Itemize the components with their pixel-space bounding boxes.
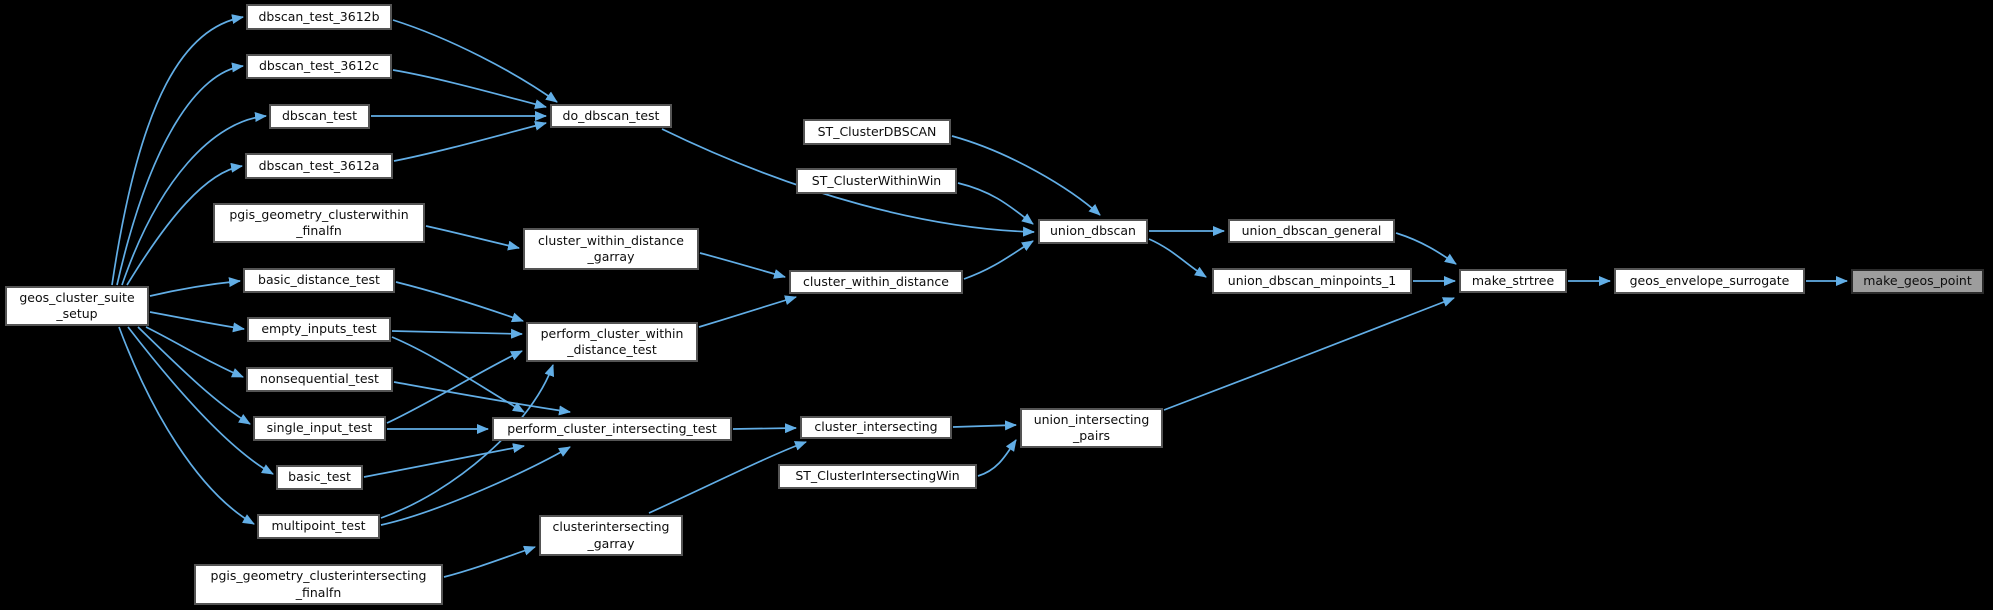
edge-basic-distance-test-to-perform-cluster-within-distance-test (395, 281, 524, 323)
edge-clusterintersecting-garray-to-cluster-intersecting (648, 441, 807, 514)
edge-empty-inputs-test-to-perform-cluster-within-distance-test (391, 328, 523, 339)
edge-ST-ClusterIntersectingWin-to-union-intersecting-pairs (977, 439, 1017, 477)
node-cluster-within-distance[interactable]: cluster_within_distance (789, 270, 963, 294)
edge-union-dbscan-to-union-dbscan-minpoints-1 (1148, 238, 1207, 278)
node-union-dbscan-minpoints-1[interactable]: union_dbscan_minpoints_1 (1212, 268, 1412, 294)
edge-geos-cluster-suite-setup-to-empty-inputs-test (149, 311, 245, 333)
node-geos-envelope-surrogate[interactable]: geos_envelope_surrogate (1614, 268, 1805, 294)
edge-geos-cluster-suite-setup-to-nonsequential-test (145, 326, 244, 378)
edge-dbscan-test-3612c-to-do-dbscan-test (392, 69, 547, 110)
edge-geos-cluster-suite-setup-to-basic-test (127, 326, 274, 475)
edge-do-dbscan-test-to-union-dbscan (661, 128, 1035, 237)
node-perform-cluster-within-distance-test[interactable]: perform_cluster_within _distance_test (526, 322, 698, 362)
node-nonsequential-test[interactable]: nonsequential_test (246, 367, 393, 392)
edge-geos-cluster-suite-setup-to-single-input-test (137, 326, 251, 425)
node-make-strtree[interactable]: make_strtree (1459, 269, 1567, 293)
node-ST-ClusterWithinWin[interactable]: ST_ClusterWithinWin (796, 168, 957, 194)
edge-perform-cluster-intersecting-test-to-cluster-intersecting (732, 423, 797, 434)
edge-cluster-within-distance-garray-to-cluster-within-distance (699, 252, 786, 279)
edge-union-intersecting-pairs-to-make-strtree (1163, 297, 1455, 411)
edge-cluster-within-distance-to-union-dbscan (963, 240, 1034, 280)
edge-union-dbscan-general-to-make-strtree (1395, 232, 1457, 265)
node-clusterintersecting-garray[interactable]: clusterintersecting _garray (539, 515, 683, 556)
edge-geos-cluster-suite-setup-to-dbscan-test (121, 112, 267, 286)
edge-ST-ClusterWithinWin-to-union-dbscan (957, 182, 1034, 225)
node-single-input-test[interactable]: single_input_test (253, 416, 386, 441)
edge-cluster-intersecting-to-union-intersecting-pairs (952, 420, 1017, 431)
edge-perform-cluster-within-distance-test-to-cluster-within-distance (698, 295, 797, 328)
node-dbscan-test[interactable]: dbscan_test (269, 104, 370, 129)
edge-dbscan-test-3612b-to-do-dbscan-test (392, 19, 558, 103)
node-dbscan-test-3612b[interactable]: dbscan_test_3612b (246, 4, 392, 30)
edge-basic-test-to-perform-cluster-intersecting-test (363, 443, 525, 478)
edge-geos-cluster-suite-setup-to-multipoint-test (118, 326, 255, 525)
node-make-geos-point: make_geos_point (1851, 269, 1984, 294)
edge-single-input-test-to-perform-cluster-within-distance-test (386, 350, 523, 424)
node-cluster-within-distance-garray[interactable]: cluster_within_distance _garray (523, 228, 699, 270)
node-dbscan-test-3612c[interactable]: dbscan_test_3612c (246, 54, 392, 79)
node-perform-cluster-intersecting-test[interactable]: perform_cluster_intersecting_test (492, 417, 732, 441)
node-basic-test[interactable]: basic_test (276, 465, 363, 490)
node-pgis-geometry-clusterintersecting-finalfn[interactable]: pgis_geometry_clusterintersecting _final… (194, 564, 443, 605)
edge-geos-cluster-suite-setup-to-dbscan-test-3612c (116, 62, 244, 286)
node-dbscan-test-3612a[interactable]: dbscan_test_3612a (245, 153, 393, 179)
edge-nonsequential-test-to-perform-cluster-intersecting-test (393, 381, 571, 416)
node-union-dbscan[interactable]: union_dbscan (1038, 219, 1148, 244)
node-union-intersecting-pairs[interactable]: union_intersecting _pairs (1020, 408, 1163, 448)
node-multipoint-test[interactable]: multipoint_test (257, 514, 380, 539)
node-ST-ClusterIntersectingWin[interactable]: ST_ClusterIntersectingWin (778, 464, 977, 489)
node-ST-ClusterDBSCAN[interactable]: ST_ClusterDBSCAN (803, 119, 951, 145)
node-do-dbscan-test[interactable]: do_dbscan_test (550, 104, 672, 128)
node-empty-inputs-test[interactable]: empty_inputs_test (247, 317, 391, 342)
edge-multipoint-test-to-perform-cluster-within-distance-test (380, 364, 555, 519)
node-basic-distance-test[interactable]: basic_distance_test (243, 268, 395, 293)
edge-multipoint-test-to-perform-cluster-intersecting-test (380, 446, 571, 526)
node-pgis-geometry-clusterwithin-finalfn[interactable]: pgis_geometry_clusterwithin _finalfn (213, 203, 425, 243)
node-union-dbscan-general[interactable]: union_dbscan_general (1228, 219, 1395, 243)
edge-pgis-geometry-clusterwithin-finalfn-to-cluster-within-distance-garray (425, 225, 520, 251)
edge-geos-cluster-suite-setup-to-dbscan-test-3612a (126, 162, 243, 286)
node-geos-cluster-suite-setup[interactable]: geos_cluster_suite _setup (5, 286, 149, 326)
edge-ST-ClusterDBSCAN-to-union-dbscan (951, 135, 1101, 216)
edge-geos-cluster-suite-setup-to-dbscan-test-3612b (111, 14, 244, 286)
edge-dbscan-test-3612a-to-do-dbscan-test (393, 120, 547, 162)
edge-geos-cluster-suite-setup-to-basic-distance-test (149, 277, 241, 297)
node-cluster-intersecting[interactable]: cluster_intersecting (800, 416, 952, 439)
edge-empty-inputs-test-to-perform-cluster-intersecting-test (391, 336, 525, 413)
edge-pgis-geometry-clusterintersecting-finalfn-to-clusterintersecting-garray (443, 545, 536, 578)
